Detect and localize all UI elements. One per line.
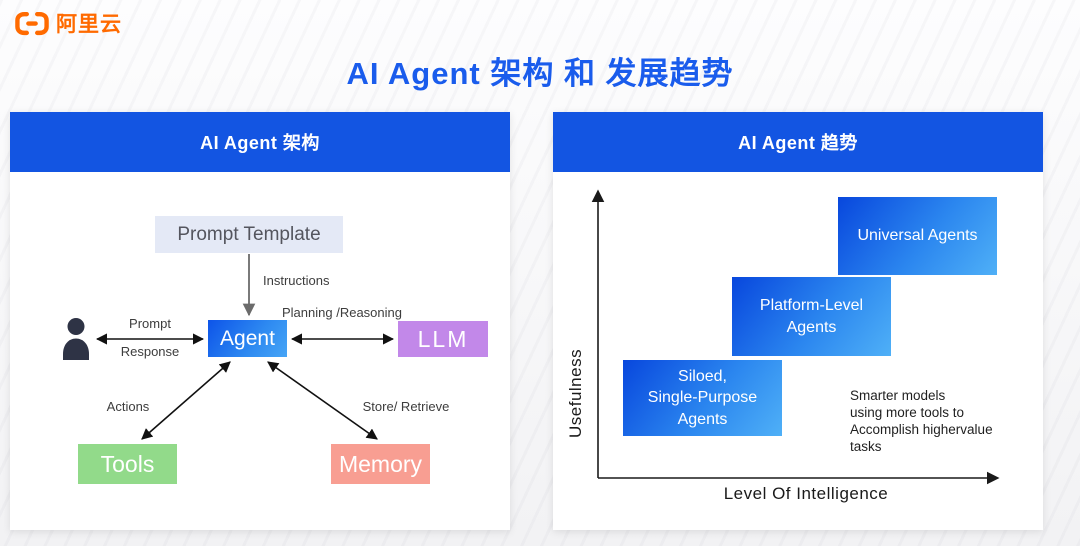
label-planning-reasoning: Planning /Reasoning [282, 305, 402, 320]
page-title: AI Agent 架构 和 发展趋势 [346, 56, 734, 91]
trend-box-platform: Platform-Level Agents [732, 277, 891, 356]
xlabel-level-of-intelligence: Level Of Intelligence [723, 484, 889, 503]
trend-annotation: Smarter models using more tools to Accom… [850, 388, 993, 454]
label-response: Response [120, 344, 180, 359]
node-agent: Agent [208, 320, 287, 357]
alibaba-cloud-logo-icon [15, 11, 49, 35]
logo-brand-text: 阿里云 [56, 13, 122, 36]
node-prompt-template: Prompt Template [155, 216, 343, 253]
alibaba-cloud-logo: 阿里云 [14, 8, 122, 38]
trend-axes [591, 189, 1000, 485]
node-tools: Tools [78, 444, 177, 484]
trends-chart: Universal Agents Platform-Level Agents S… [553, 172, 1043, 530]
node-llm: LLM [398, 321, 488, 357]
architecture-canvas: Prompt Template Agent LLM Tools Memory I… [10, 172, 510, 530]
architecture-panel: AI Agent 架构 Prompt Template Agent LLM [10, 112, 510, 530]
arrow-agent-tools [141, 361, 231, 440]
trend-box-siloed: Siloed, Single-Purpose Agents [623, 360, 782, 436]
arrow-agent-memory [267, 361, 378, 440]
ylabel-usefulness: Usefulness [566, 348, 585, 439]
architecture-panel-header: AI Agent 架构 [10, 112, 510, 172]
architecture-arrows [95, 254, 395, 440]
label-store-retrieve: Store/ Retrieve [362, 399, 450, 414]
trends-panel-header: AI Agent 趋势 [553, 112, 1043, 172]
label-actions: Actions [106, 399, 150, 414]
label-prompt: Prompt [129, 316, 171, 331]
node-memory: Memory [331, 444, 430, 484]
trends-panel: AI Agent 趋势 Universal Agents Platform-Le… [553, 112, 1043, 530]
label-instructions: Instructions [263, 273, 330, 288]
trend-box-universal: Universal Agents [838, 197, 997, 275]
user-icon [63, 318, 89, 360]
